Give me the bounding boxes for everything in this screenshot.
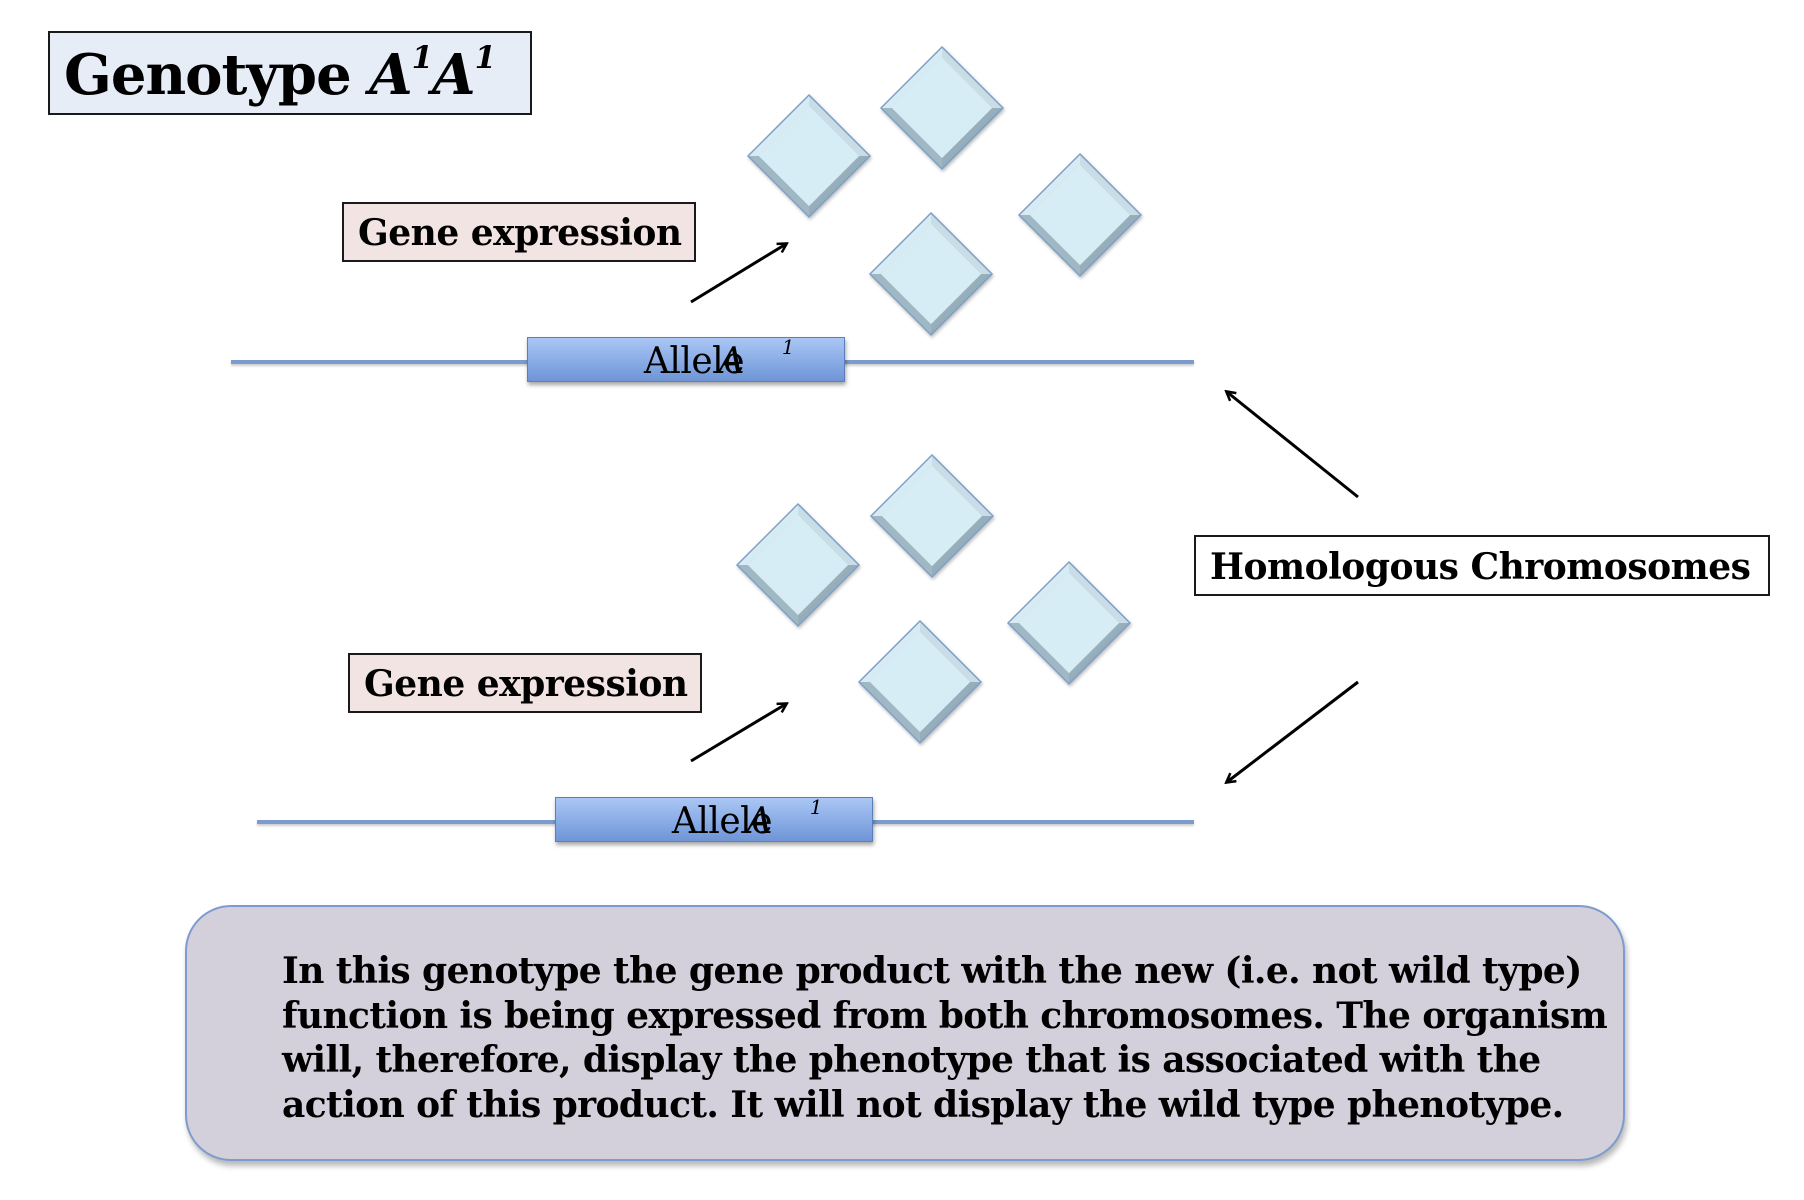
explanation-line: In this genotype the gene product with t… [282, 950, 1582, 992]
genotype-title: Genotype A1A1 [64, 39, 496, 108]
homologous-chromosomes-label: Homologous Chromosomes [1194, 535, 1770, 596]
homologous-arrow-down [1227, 680, 1359, 782]
homologous-chromosomes-text: Homologous Chromosomes [1210, 546, 1751, 588]
gene-expression-arrow-1 [690, 244, 786, 304]
gene-expression-arrow-2 [690, 704, 786, 763]
gene-product-diamond [868, 211, 994, 337]
explanation-box: In this genotype the gene product with t… [185, 905, 1625, 1161]
explanation-line: action of this product. It will not disp… [282, 1083, 1564, 1126]
gene-product-diamond [869, 453, 995, 579]
title-prefix: Genotype [64, 42, 352, 108]
gene-product-diamond [857, 619, 983, 745]
genotype-title-box: Genotype A1A1 [48, 31, 532, 115]
gene-product-diamond [1017, 152, 1143, 278]
homologous-arrow-up [1227, 392, 1359, 499]
gene-product-diamond [879, 45, 1005, 171]
gene-product-diamond [1006, 560, 1132, 686]
explanation-line: function is being expressed from both ch… [282, 994, 1608, 1037]
gene-expression-label-1: Gene expression [342, 202, 696, 262]
gene-expression-label-2: Gene expression [348, 653, 702, 713]
title-allele-1: A1A1 [369, 39, 496, 108]
gene-expression-text-1: Gene expression [358, 212, 682, 254]
gene-expression-text-2: Gene expression [364, 663, 688, 705]
explanation-text: In this genotype the gene product with t… [282, 949, 1608, 1127]
gene-product-diamond [735, 502, 861, 628]
explanation-line: will, therefore, display the phenotype t… [282, 1039, 1541, 1081]
gene-product-diamond [746, 93, 872, 219]
